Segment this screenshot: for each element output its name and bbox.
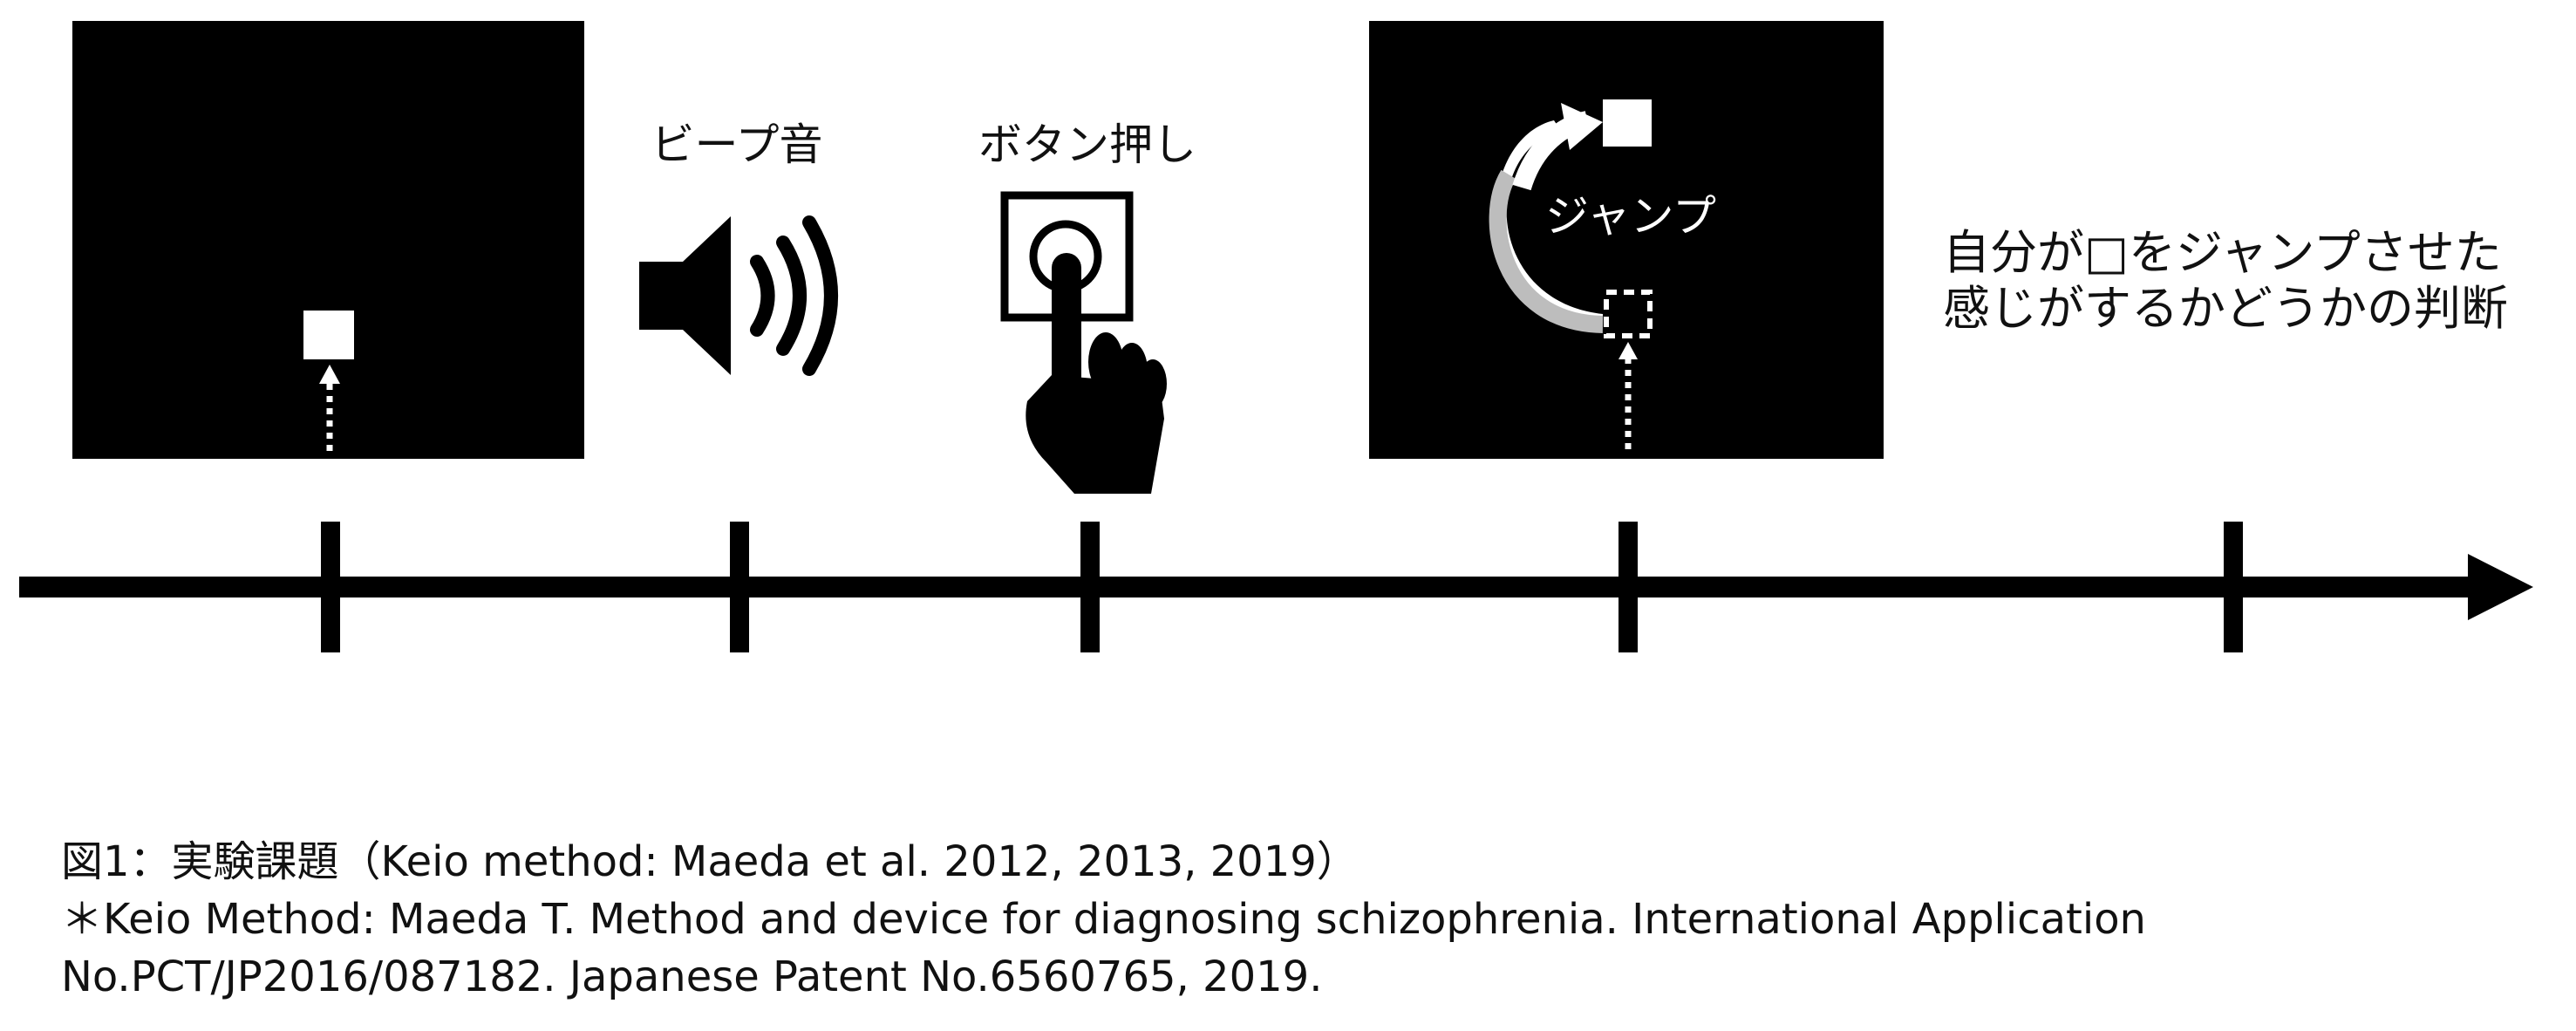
- figure-caption: 図1：実験課題（Keio method: Maeda et al. 2012, …: [61, 833, 2538, 1006]
- timeline-tick: [2224, 522, 2243, 652]
- timeline-tick: [730, 522, 749, 652]
- jump-arrow-icon: [1489, 103, 1604, 333]
- caption-title: 図1：実験課題（Keio method: Maeda et al. 2012, …: [61, 837, 1359, 886]
- jumped-square: [1603, 99, 1652, 147]
- jump-label: ジャンプ: [1545, 191, 1716, 242]
- stimulus-screen-jump: ジャンプ: [1369, 21, 1884, 459]
- caption-reference-line1: ＊Keio Method: Maeda T. Method and device…: [61, 895, 2146, 944]
- beep-label: ビープ音: [651, 119, 823, 170]
- target-square: [303, 311, 354, 359]
- movement-arrowhead: [1619, 342, 1638, 359]
- speaker-icon: [639, 215, 838, 376]
- finger-press-button-icon: [1000, 191, 1167, 494]
- caption-reference-line2: No.PCT/JP2016/087182. Japanese Patent No…: [61, 952, 1323, 1001]
- judgment-label-line2: 感じがするかどうかの判断: [1943, 281, 2508, 336]
- original-square-outline: [1604, 290, 1653, 338]
- judgment-label-line1: 自分が□をジャンプさせた: [1943, 225, 2502, 280]
- stimulus-screen-initial: [72, 21, 584, 459]
- timeline-tick: [1080, 522, 1100, 652]
- experiment-diagram: ビープ音 ボタン押し ジャンプ 自分が□をジャンプさせた 感じがするかどう: [19, 21, 2533, 652]
- timeline-arrowhead: [2468, 554, 2533, 620]
- movement-arrowhead: [319, 365, 340, 384]
- timeline-tick: [1619, 522, 1638, 652]
- timeline-axis: [19, 522, 2533, 652]
- timeline-tick: [321, 522, 340, 652]
- button-press-label: ボタン押し: [978, 119, 1196, 170]
